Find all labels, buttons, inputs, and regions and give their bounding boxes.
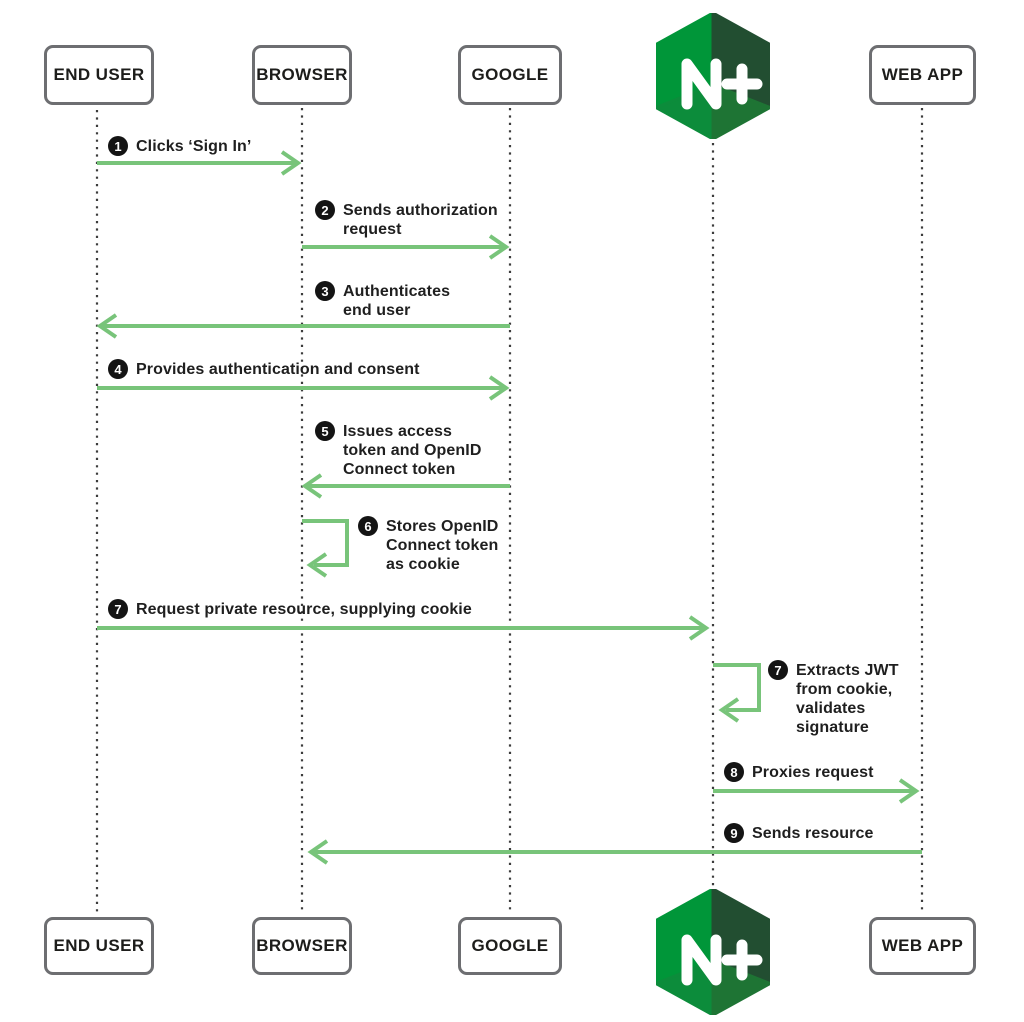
step-number-badge: 4 [108, 359, 128, 379]
message-text: Request private resource, supplying cook… [136, 601, 472, 618]
actor-box-browser-top: BROWSER [252, 45, 352, 105]
message-label-3: 3 Authenticates end user [315, 281, 450, 320]
actor-label: BROWSER [256, 936, 348, 955]
actor-box-end-user-bottom: END USER [44, 917, 154, 975]
actor-label: GOOGLE [471, 936, 549, 955]
message-text: Extracts JWT from cookie, validates sign… [796, 662, 899, 736]
message-text: Authenticates end user [343, 283, 451, 319]
actor-box-end-user-top: END USER [44, 45, 154, 105]
message-label-4: 4 Provides authentication and consent [108, 359, 420, 379]
step-number-badge: 8 [724, 762, 744, 782]
message-label-7b: 7 Extracts JWT from cookie, validates si… [768, 660, 899, 737]
message-label-9: 9 Sends resource [724, 823, 873, 843]
actor-label: END USER [53, 936, 145, 955]
actor-box-google-top: GOOGLE [458, 45, 562, 105]
step-number-badge: 7 [108, 599, 128, 619]
step-number-badge: 7 [768, 660, 788, 680]
message-text: Stores OpenID Connect token as cookie [386, 518, 499, 573]
message-label-2: 2 Sends authorization request [315, 200, 498, 239]
arrow-4-provides-authentication-consent [97, 375, 510, 401]
actor-box-browser-bottom: BROWSER [252, 917, 352, 975]
message-text: Sends resource [752, 825, 874, 842]
step-number-badge: 9 [724, 823, 744, 843]
arrow-7-request-private-resource [97, 615, 710, 641]
nginx-plus-logo-icon [656, 13, 770, 139]
message-label-6: 6 Stores OpenID Connect token as cookie [358, 516, 498, 574]
message-text: Sends authorization request [343, 202, 498, 238]
message-text: Provides authentication and consent [136, 361, 420, 378]
actor-label: BROWSER [256, 65, 348, 84]
message-text: Proxies request [752, 764, 874, 781]
message-label-8: 8 Proxies request [724, 762, 874, 782]
message-label-5: 5 Issues access token and OpenID Connect… [315, 421, 482, 479]
actor-label: WEB APP [881, 936, 964, 955]
arrow-2-sends-authorization-request [302, 234, 510, 260]
message-text: Clicks ‘Sign In’ [136, 138, 252, 155]
message-label-1: 1 Clicks ‘Sign In’ [108, 136, 251, 156]
arrow-8-proxies-request [713, 778, 920, 804]
step-number-badge: 3 [315, 281, 335, 301]
nginx-plus-logo-icon [656, 889, 770, 1015]
actor-box-web-app-top: WEB APP [869, 45, 976, 105]
message-text: Issues access token and OpenID Connect t… [343, 423, 482, 478]
step-number-badge: 5 [315, 421, 335, 441]
arrow-9-sends-resource [307, 839, 922, 865]
arrow-7-extracts-jwt-self-loop [713, 663, 761, 723]
arrow-5-issues-tokens [301, 473, 510, 499]
actor-box-web-app-bottom: WEB APP [869, 917, 976, 975]
actor-label: WEB APP [881, 65, 964, 84]
arrow-1-clicks-sign-in [97, 150, 302, 176]
arrow-3-authenticates-end-user [96, 313, 510, 339]
step-number-badge: 6 [358, 516, 378, 536]
actor-label: GOOGLE [471, 65, 549, 84]
step-number-badge: 1 [108, 136, 128, 156]
step-number-badge: 2 [315, 200, 335, 220]
message-label-7: 7 Request private resource, supplying co… [108, 599, 472, 619]
actor-box-google-bottom: GOOGLE [458, 917, 562, 975]
arrow-6-stores-cookie-self-loop [302, 519, 349, 578]
actor-label: END USER [53, 65, 145, 84]
